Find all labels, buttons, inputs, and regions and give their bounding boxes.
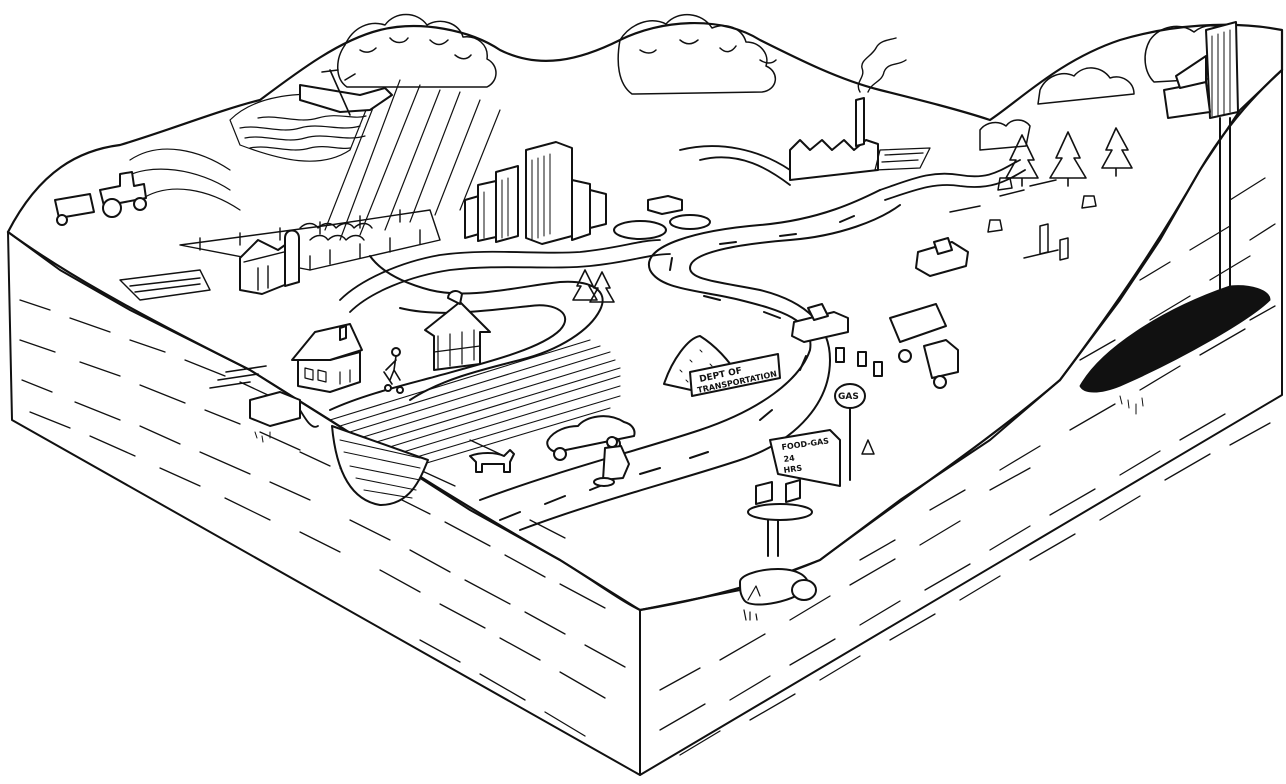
store-sign-line2: 24 — [783, 453, 796, 464]
house-under-construction — [425, 291, 490, 370]
logging-stumps — [950, 178, 1096, 260]
gas-station: FOOD-GAS 24 HRS GAS — [748, 384, 874, 520]
house — [292, 324, 362, 392]
bulldozer — [792, 304, 848, 342]
city-buildings — [465, 142, 606, 244]
waste-drums — [836, 348, 882, 376]
crop-duster-plane — [300, 70, 392, 115]
feedlot — [180, 210, 440, 270]
forest-hills — [338, 15, 1232, 151]
dog — [470, 450, 514, 472]
barn — [240, 231, 299, 295]
dump-truck — [890, 304, 958, 388]
manure-lagoon — [120, 270, 210, 300]
treatment-plant — [614, 196, 710, 239]
tractor — [55, 172, 146, 225]
person-mowing — [384, 348, 403, 393]
excavator — [916, 238, 968, 276]
factory — [790, 38, 930, 180]
gas-sign: GAS — [838, 392, 859, 402]
